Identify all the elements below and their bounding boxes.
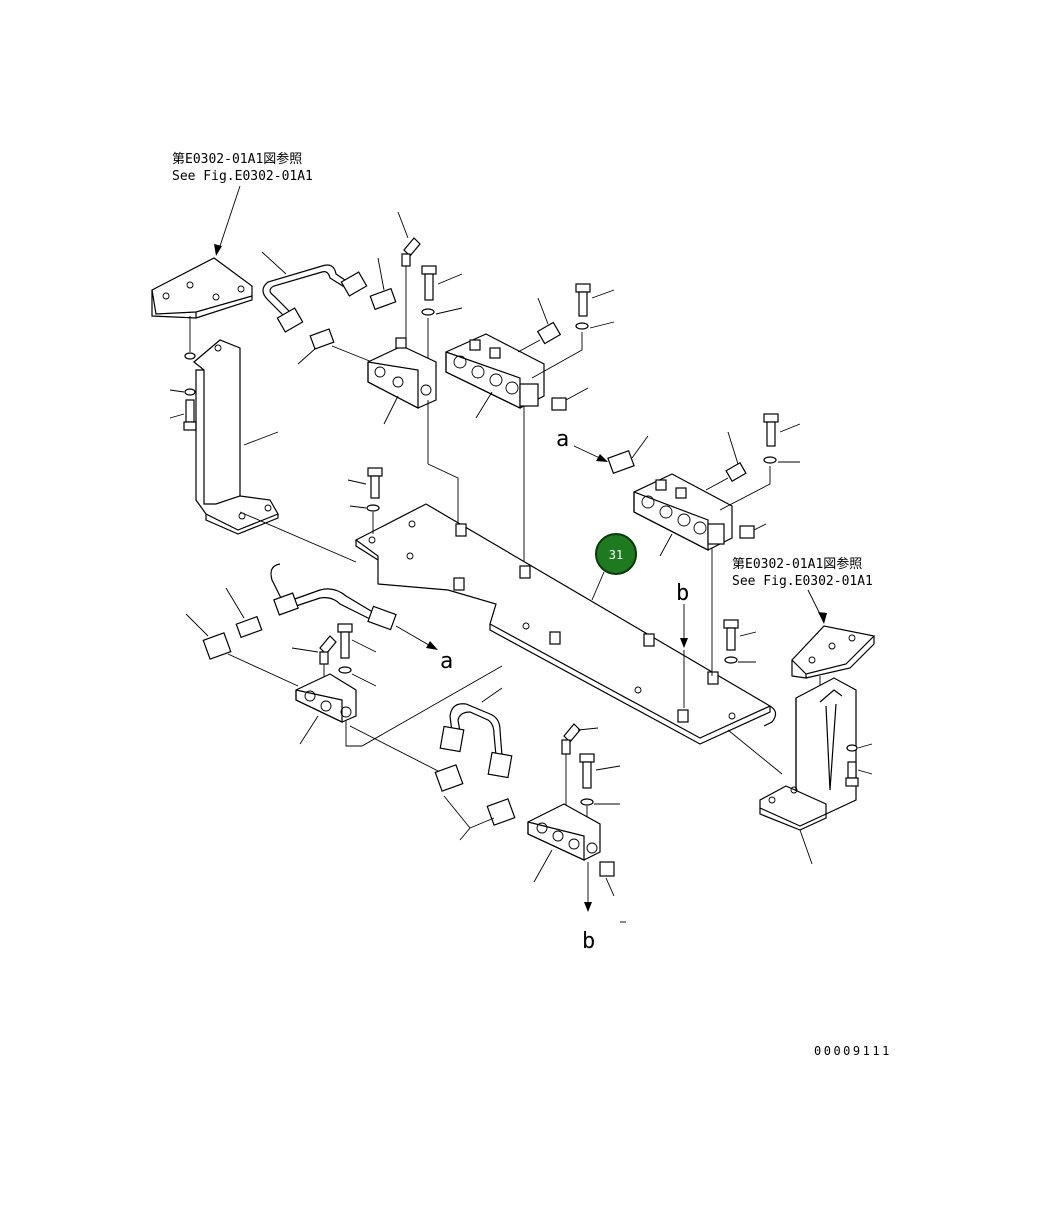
ref-arrow-line <box>217 185 241 253</box>
base-plate <box>354 503 777 745</box>
elbow-stem <box>401 253 411 267</box>
right-bracket-plate <box>791 625 876 679</box>
bolt-head <box>367 467 383 477</box>
ref-right-arrowhead <box>818 612 827 624</box>
drawing-number: 00009111 <box>814 1044 892 1058</box>
callout-leader <box>591 571 605 601</box>
valve-block-top-left <box>367 337 437 409</box>
plug <box>599 861 615 877</box>
connector-block <box>202 632 232 660</box>
fitting <box>725 461 747 483</box>
elbow-fitting <box>319 635 337 655</box>
washer <box>580 798 594 806</box>
lower-center-pipe <box>439 703 513 779</box>
bolt-head <box>337 623 353 633</box>
washer <box>338 666 352 674</box>
fitting <box>309 328 335 350</box>
valve-block-lower-right <box>527 803 601 861</box>
bolt-head <box>579 753 595 763</box>
top-pipe <box>262 264 368 333</box>
arrow-a-lower <box>395 625 435 649</box>
callout-31[interactable] <box>595 533 637 575</box>
ref-right-jp: 第E0302-01A1図参照 <box>732 556 862 572</box>
fitting <box>536 321 562 345</box>
marker-b-lower: b <box>582 929 595 954</box>
washer <box>184 352 196 360</box>
washer <box>575 322 589 330</box>
ref-top-left-jp: 第E0302-01A1図参照 <box>172 151 302 167</box>
elbow-fitting <box>563 723 581 743</box>
washer <box>184 388 196 396</box>
top-left-bracket <box>151 257 253 319</box>
callout-31-label: 31 <box>609 548 623 562</box>
left-vertical-bracket <box>193 339 279 535</box>
valve-block-top-right <box>445 333 545 409</box>
valve-block-lower-left <box>295 673 357 723</box>
bolt-head <box>575 283 591 293</box>
bolt-head <box>421 265 437 275</box>
ref-right-en: See Fig.E0302-01A1 <box>732 574 873 589</box>
fitting <box>369 287 397 311</box>
elbow-stem <box>561 739 571 755</box>
washer <box>846 744 858 752</box>
ref-top-left-en: See Fig.E0302-01A1 <box>172 169 313 184</box>
right-vertical-bracket <box>759 677 857 831</box>
washer <box>724 656 738 664</box>
fitting <box>235 615 263 639</box>
elbow-stem <box>319 651 329 665</box>
bolt-head <box>845 777 859 787</box>
marker-a-lower: a <box>440 649 453 674</box>
washer <box>421 308 435 316</box>
bolt <box>726 627 736 651</box>
bolt-head <box>183 421 197 431</box>
ref-arrowhead <box>214 244 222 256</box>
marker-b-center: b <box>676 581 689 606</box>
bolt <box>766 421 776 447</box>
bolt <box>847 761 857 779</box>
bolt-head <box>723 619 739 629</box>
bolt <box>340 631 350 659</box>
lower-pipe <box>270 563 397 631</box>
bolt <box>582 761 592 789</box>
bolt-head <box>763 413 779 423</box>
connector-block <box>434 764 464 792</box>
bolt <box>424 273 434 301</box>
bolt <box>370 475 380 499</box>
washer <box>366 504 380 512</box>
bolt <box>578 291 588 317</box>
fitting <box>607 449 635 475</box>
bolt <box>185 399 195 423</box>
plug <box>551 397 567 411</box>
marker-a-top: a <box>556 427 569 452</box>
valve-block-right <box>633 473 733 551</box>
connector-block <box>486 798 516 826</box>
elbow-fitting <box>403 237 421 257</box>
washer <box>763 456 777 464</box>
plug <box>739 525 755 539</box>
